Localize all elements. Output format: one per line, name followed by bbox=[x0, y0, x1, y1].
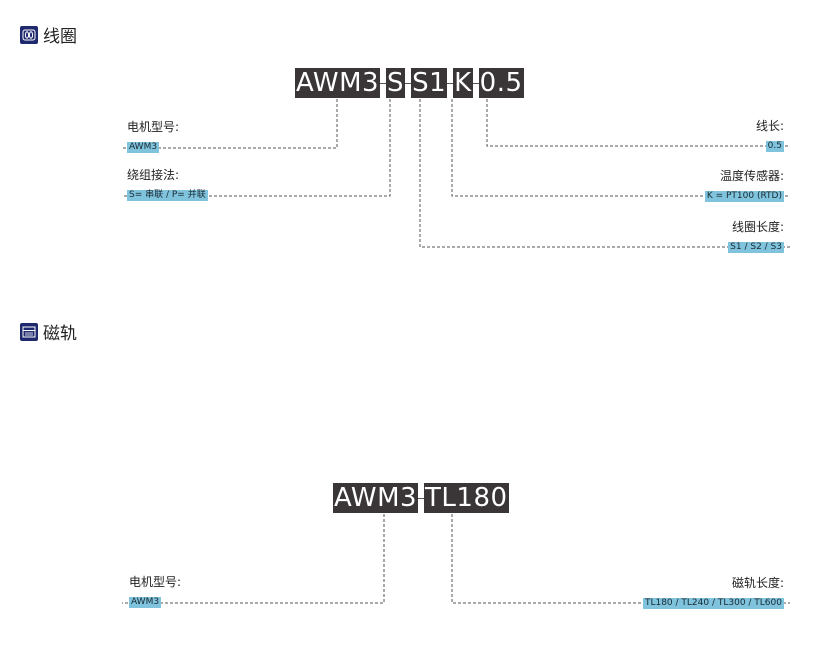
track-model-field: 电机型号: AWM3 bbox=[129, 575, 181, 608]
coil-sep bbox=[380, 68, 387, 98]
track-model-value: AWM3 bbox=[129, 597, 162, 608]
coil-coil-length-value: S1 / S2 / S3 bbox=[728, 242, 784, 253]
coil-seg-winding: S bbox=[386, 68, 406, 98]
coil-sensor-value: K = PT100 (RTD) bbox=[704, 191, 784, 202]
coil-coil-length-label: 线圈长度: bbox=[731, 220, 784, 234]
coil-coil-length-field: 线圈长度: S1 / S2 / S3 bbox=[728, 220, 784, 253]
coil-seg-sensor: K bbox=[453, 68, 473, 98]
coil-length-leader bbox=[486, 99, 790, 147]
coil-seg-length: 0.5 bbox=[478, 68, 524, 98]
coil-sensor-label: 温度传感器: bbox=[719, 169, 784, 183]
coil-sep bbox=[472, 68, 479, 98]
track-code: AWM3 TL180 bbox=[333, 483, 509, 513]
coil-length-value: 0.5 bbox=[765, 141, 784, 152]
track-length-field: 磁轨长度: TL180 / TL240 / TL300 / TL600 bbox=[642, 576, 784, 609]
coil-sensor-field: 温度传感器: K = PT100 (RTD) bbox=[704, 169, 784, 202]
coil-winding-field: 绕组接法: S= 串联 / P= 并联 bbox=[127, 168, 208, 201]
coil-length-label: 线长: bbox=[755, 119, 784, 133]
coil-model-field: 电机型号: AWM3 bbox=[127, 120, 179, 153]
coil-winding-value: S= 串联 / P= 并联 bbox=[127, 190, 208, 201]
coil-title: 线圈 bbox=[43, 27, 77, 47]
coil-sep bbox=[405, 68, 412, 98]
track-title: 磁轨 bbox=[43, 324, 77, 344]
track-length-label: 磁轨长度: bbox=[731, 576, 784, 590]
coil-section-title: 线圈 bbox=[20, 22, 77, 47]
coil-winding-label: 绕组接法: bbox=[127, 168, 180, 182]
coil-sep bbox=[447, 68, 454, 98]
coil-seg-model: AWM3 bbox=[295, 68, 381, 98]
coil-model-label: 电机型号: bbox=[127, 120, 180, 134]
track-seg-model: AWM3 bbox=[333, 483, 419, 513]
track-sep bbox=[418, 483, 425, 513]
coil-seg-coil-length: S1 bbox=[411, 68, 448, 98]
coil-code: AWM3 S S1 K 0.5 bbox=[295, 68, 524, 98]
track-model-label: 电机型号: bbox=[129, 575, 182, 589]
track-seg-length: TL180 bbox=[424, 483, 509, 513]
coil-length-field: 线长: 0.5 bbox=[756, 119, 784, 152]
track-section-title: 磁轨 bbox=[20, 319, 77, 344]
track-icon bbox=[20, 322, 38, 341]
track-length-value: TL180 / TL240 / TL300 / TL600 bbox=[642, 598, 784, 609]
coil-model-value: AWM3 bbox=[127, 142, 160, 153]
coil-icon bbox=[20, 25, 38, 44]
